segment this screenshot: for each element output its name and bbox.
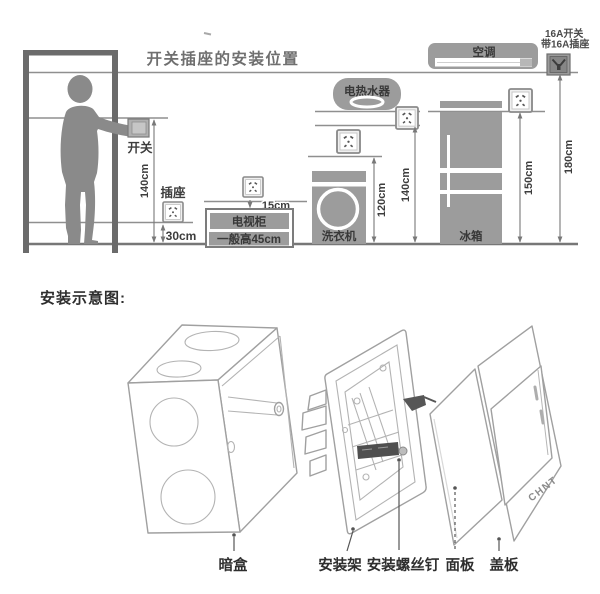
fridge [440, 112, 502, 244]
screws-leader-dot [397, 458, 401, 462]
door-frame [23, 50, 118, 253]
box-front-hole-1 [149, 397, 199, 447]
box-front-hole-2 [160, 469, 216, 525]
box-inner-edges [221, 335, 295, 469]
tv-cabinet-note-bar [209, 232, 289, 246]
dimension-text-socket-height: 30cm [166, 229, 197, 243]
mounting-screw-bar [357, 442, 399, 459]
mounting-screw-top [403, 395, 426, 411]
tv-cabinet-group: 15cm 电视柜 一般高45cm [205, 176, 294, 248]
wall-switch [127, 118, 150, 138]
cover-clip-1 [533, 385, 539, 401]
ac-socket-note-1: 16A开关 [545, 27, 583, 40]
ac-socket-note-2: 带16A插座 [541, 38, 589, 51]
dimension-text-ac-height: 180cm [563, 140, 575, 174]
cover-window-inner-edge [537, 369, 549, 456]
door-left-post [23, 50, 29, 253]
box-leader-dot [232, 533, 236, 537]
socket-icon [395, 106, 419, 130]
panel-drawing [429, 368, 503, 549]
fridge-group: 冰箱 150cm [440, 88, 535, 244]
person-body [60, 105, 131, 245]
socket-icon [508, 88, 533, 113]
part-label-screws: 安装螺丝钉 [367, 556, 440, 574]
dimension-text-switch-height: 140cm [139, 164, 151, 198]
screw-head [398, 446, 408, 456]
panel-face [429, 368, 503, 546]
screw-shaft [423, 396, 437, 403]
tv-cabinet-label: 电视柜 [232, 215, 267, 229]
box-top-hole-1 [184, 330, 240, 352]
box-front-face [127, 379, 241, 534]
panel-edge-shade [433, 418, 458, 539]
part-label-panel: 面板 [446, 556, 475, 574]
mounting-bracket-drawing [301, 329, 437, 552]
door-right-post [112, 50, 118, 253]
bottom-title: 安装示意图: [40, 289, 126, 307]
tv-cabinet-bar [210, 213, 289, 229]
person-silhouette [60, 75, 131, 245]
socket-icon [336, 129, 361, 154]
bracket-side-tabs [301, 389, 327, 477]
dimension-text-heater-height: 140cm [400, 168, 412, 202]
box-conduit-end [273, 401, 285, 417]
cover-plate-drawing: CHNT [477, 325, 562, 551]
washer-drum [316, 187, 360, 231]
heater-label: 电热水器 [344, 84, 390, 98]
bracket-leader-line [346, 530, 354, 552]
heater-group: 电热水器 140cm [333, 78, 419, 243]
socket-icon [162, 201, 184, 223]
fridge-label: 冰箱 [460, 229, 483, 243]
washer-label: 洗衣机 [322, 229, 357, 243]
cover-window [490, 365, 553, 506]
tv-cabinet-note: 一般高45cm [217, 232, 281, 246]
person-head [67, 75, 93, 103]
stray-mark [203, 32, 212, 36]
top-title: 开关插座的安装位置 [146, 49, 299, 68]
bracket-outer-frame [324, 329, 427, 535]
washer-detail-stripe [312, 182, 366, 187]
fridge-top-slab [440, 101, 502, 108]
ac-label: 空调 [473, 45, 496, 59]
concealed-box-drawing [127, 324, 298, 551]
fridge-door-split-2 [440, 190, 502, 194]
panel-leader-dot [453, 486, 457, 490]
bracket-window [344, 361, 404, 502]
part-label-bracket: 安装架 [318, 556, 362, 574]
heater-detail-oval [349, 95, 385, 109]
box-conduit-hole [276, 405, 282, 413]
box-conduit-lines [227, 396, 278, 416]
ac-vent-cap [520, 58, 532, 66]
socket-16a-icon [546, 53, 571, 76]
dimension-text-washer-height: 120cm [376, 183, 388, 217]
dimension-text-fridge-height: 150cm [523, 161, 535, 195]
socket-label: 插座 [160, 185, 186, 200]
fridge-door-split-1 [440, 168, 502, 173]
box-top-hole-2 [156, 360, 202, 378]
cover-leader-dot [497, 537, 501, 541]
socket-icon [242, 176, 264, 198]
washer-group: 洗衣机 120cm [312, 129, 388, 244]
ac-group: 空调 16A开关 带16A插座 180cm [428, 27, 589, 243]
screw-bar-highlights [361, 446, 389, 451]
part-label-box: 暗盒 [219, 556, 248, 574]
switch-label: 开关 [127, 140, 153, 155]
part-label-cover: 盖板 [490, 556, 519, 574]
bracket-leader-dot [351, 527, 355, 531]
door-lintel [23, 50, 118, 56]
box-inner-nub [226, 440, 236, 454]
bracket-inner-frame [335, 344, 416, 521]
cover-clip-2 [539, 409, 545, 425]
